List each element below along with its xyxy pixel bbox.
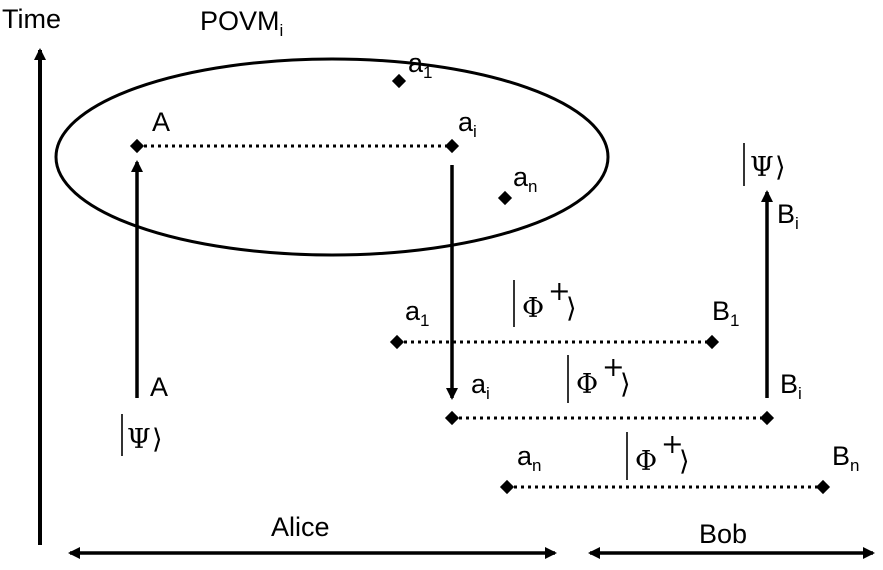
- point-B1-pair: [704, 334, 720, 350]
- svg-text:+: +: [548, 276, 571, 307]
- label-an-pair: an: [517, 441, 542, 475]
- svg-text:Φ: Φ: [576, 369, 598, 400]
- label-ai-top: ai: [458, 107, 477, 141]
- svg-text:⟩: ⟩: [620, 369, 631, 400]
- label-Bn-pair: Bn: [832, 441, 859, 475]
- label-ai-pair: ai: [471, 369, 490, 403]
- bob-label: Bob: [699, 519, 747, 549]
- label-A-top: A: [152, 107, 170, 137]
- ket-phi-plus-n: Φ + ⟩: [626, 429, 690, 480]
- point-Bi-pair: [759, 410, 775, 426]
- point-a1-top: [391, 73, 407, 89]
- label-Bi-top: Bi: [777, 199, 799, 233]
- point-an-top: [497, 190, 513, 206]
- povm-ellipse: [54, 57, 610, 257]
- svg-text:Φ: Φ: [522, 293, 544, 324]
- point-ai-top: [444, 138, 460, 154]
- label-B1-pair: B1: [712, 296, 739, 330]
- ket-psi-input: Ψ ⟩: [121, 414, 163, 456]
- svg-text:+: +: [661, 429, 684, 460]
- label-a1-top: a1: [408, 48, 433, 82]
- label-a1-pair: a1: [405, 296, 430, 330]
- svg-text:⟩: ⟩: [152, 424, 163, 455]
- svg-text:Ψ: Ψ: [750, 152, 774, 183]
- ket-phi-plus-i: Φ + ⟩: [567, 352, 631, 403]
- label-an-top: an: [513, 162, 538, 196]
- svg-text:Ψ: Ψ: [127, 424, 151, 455]
- svg-text:⟩: ⟩: [775, 152, 786, 183]
- svg-text:+: +: [602, 352, 625, 383]
- label-Bi-pair: Bi: [780, 369, 802, 403]
- svg-text:Φ: Φ: [635, 446, 657, 477]
- ket-psi-output: Ψ ⟩: [743, 143, 786, 186]
- time-axis-label: Time: [2, 4, 61, 34]
- alice-label: Alice: [271, 512, 330, 542]
- svg-text:⟩: ⟩: [679, 446, 690, 477]
- label-A-bottom: A: [150, 372, 168, 402]
- svg-text:⟩: ⟩: [566, 293, 577, 324]
- ket-phi-plus-1: Φ + ⟩: [513, 276, 577, 327]
- povm-label: POVMi: [200, 6, 283, 40]
